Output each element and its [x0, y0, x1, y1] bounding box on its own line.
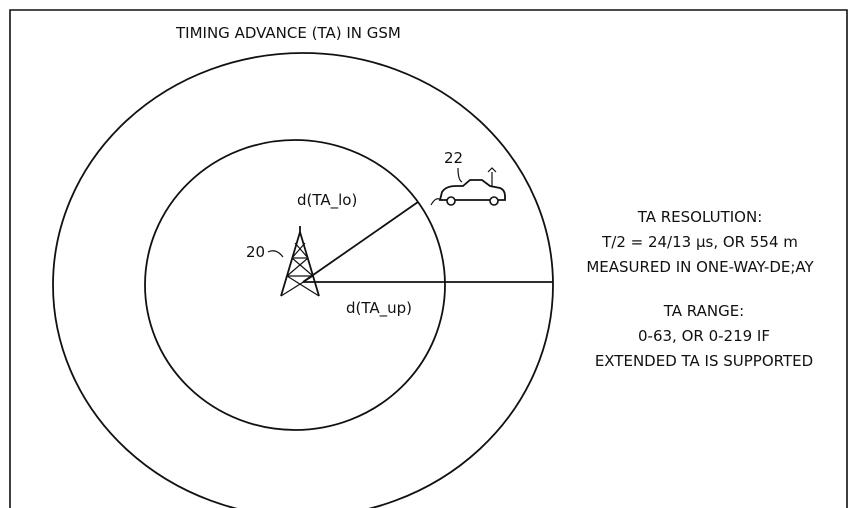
ta-resolution-heading: TA RESOLUTION:: [637, 208, 763, 226]
ta-range-line2: EXTENDED TA IS SUPPORTED: [595, 352, 813, 370]
tower-icon: [280, 226, 320, 297]
ta-range-line1: 0-63, OR 0-219 IF: [638, 327, 770, 345]
d-ta-up-label: d(TA_up): [346, 299, 412, 318]
tower-ref-number: 20: [246, 243, 265, 261]
ta-resolution-line2: MEASURED IN ONE-WAY-DE;AY: [586, 258, 814, 276]
d-ta-lo-line: [302, 201, 419, 283]
car-leader-line: [457, 167, 463, 183]
tower-leader-line: [267, 250, 284, 258]
inner-ring: [144, 139, 446, 431]
outer-ring: [52, 52, 554, 508]
diagram-frame: [9, 9, 848, 508]
d-ta-lo-label: d(TA_lo): [297, 191, 357, 210]
diagram-title: TIMING ADVANCE (TA) IN GSM: [175, 24, 401, 42]
ta-resolution-line1: T/2 = 24/13 μs, OR 554 m: [601, 233, 798, 251]
ta-range-heading: TA RANGE:: [663, 302, 744, 320]
car-icon: [430, 167, 506, 206]
car-ref-number: 22: [444, 149, 463, 167]
